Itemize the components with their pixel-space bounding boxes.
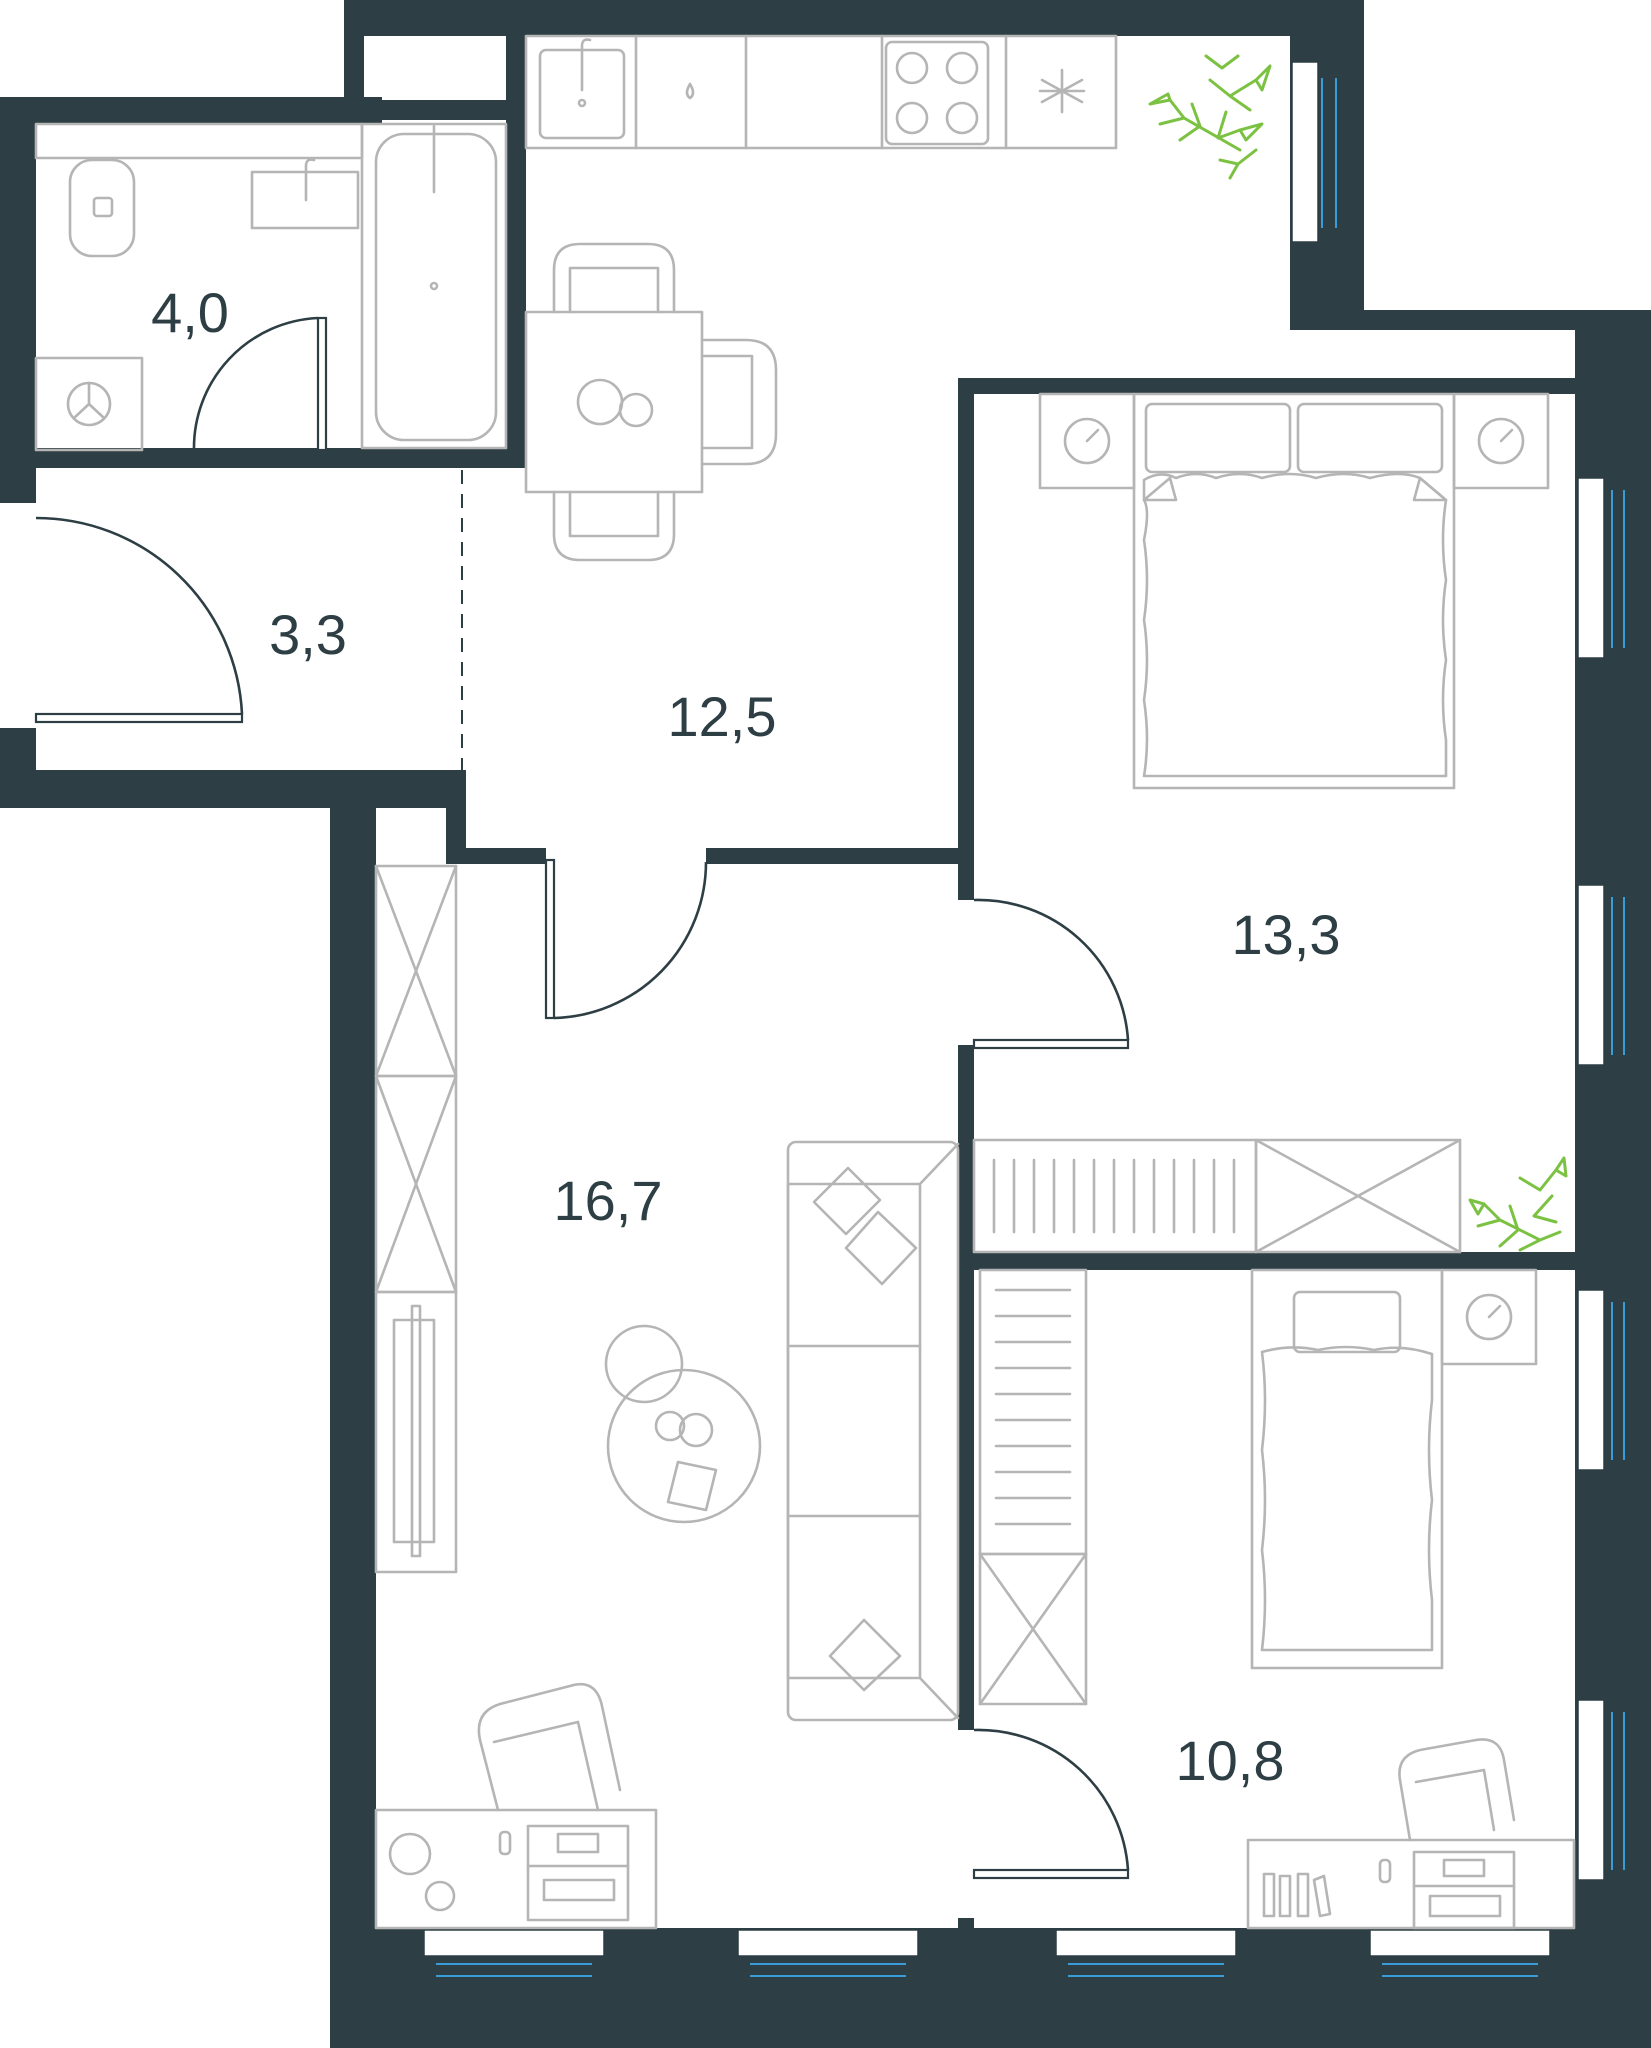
washing-machine-icon xyxy=(34,356,144,452)
chair-icon xyxy=(1398,1738,1516,1842)
plant-icon xyxy=(1468,1156,1568,1252)
stove-icon xyxy=(884,40,990,146)
water-drop-icon xyxy=(685,82,695,100)
nightstand-icon xyxy=(1440,1268,1538,1366)
area-bedroom: 13,3 xyxy=(1232,903,1341,966)
area-labels: 4,0 3,3 12,5 13,3 16,7 10,8 xyxy=(151,281,1340,1792)
bed-icon xyxy=(1132,392,1456,790)
plant-icon xyxy=(1148,54,1272,180)
wardrobe-icon xyxy=(374,864,458,1294)
living-fixtures xyxy=(374,864,960,1930)
doors xyxy=(34,316,1130,1880)
chair-icon xyxy=(552,242,676,314)
fridge-icon xyxy=(1038,68,1086,114)
wardrobe-icon xyxy=(972,1138,1462,1254)
wardrobe-icon xyxy=(978,1268,1088,1706)
tv-icon xyxy=(374,1290,458,1574)
area-kitchen: 12,5 xyxy=(668,685,777,748)
chair-icon xyxy=(552,490,676,562)
sink-icon xyxy=(538,38,626,140)
nightstand-icon xyxy=(1452,392,1550,490)
chair-icon xyxy=(477,1682,622,1812)
desk-icon xyxy=(1246,1838,1576,1930)
sofa-icon xyxy=(786,1140,960,1722)
bathroom-fixtures xyxy=(34,122,508,452)
windows xyxy=(423,61,1625,1977)
nightstand-icon xyxy=(1038,392,1136,490)
bed-icon xyxy=(1250,1268,1444,1670)
bathtub-icon xyxy=(360,122,508,450)
table-icon xyxy=(524,310,704,494)
kids-fixtures xyxy=(978,1268,1576,1930)
table-icon xyxy=(604,1324,762,1524)
bedroom-fixtures xyxy=(972,392,1568,1254)
chair-icon xyxy=(700,338,778,466)
area-living: 16,7 xyxy=(554,1169,663,1232)
kitchen-fixtures xyxy=(524,34,1272,562)
area-kids-room: 10,8 xyxy=(1176,1729,1285,1792)
area-hall: 3,3 xyxy=(269,603,347,666)
toilet-icon xyxy=(68,158,136,258)
desk-icon xyxy=(374,1808,658,1930)
sink-icon xyxy=(250,158,360,230)
area-bathroom: 4,0 xyxy=(151,281,229,344)
